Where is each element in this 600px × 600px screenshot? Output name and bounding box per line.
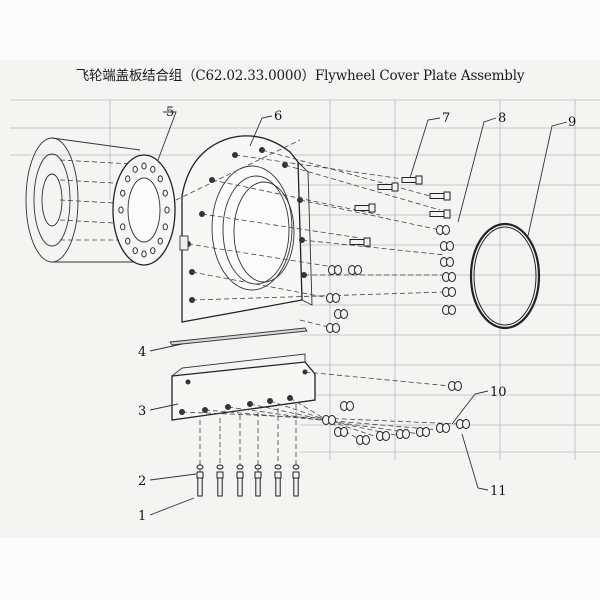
washer-icon <box>436 423 450 433</box>
bolt-hole-icon <box>157 175 163 183</box>
assembly-line <box>191 271 341 301</box>
diagram-title: 飞轮端盖板结合组（C62.02.33.0000）Flywheel Cover P… <box>75 68 525 84</box>
background-table-ghost <box>10 99 600 460</box>
callout-labels: 5 6 7 8 9 4 3 2 1 10 11 <box>138 105 576 524</box>
bolt-hole-icon <box>157 237 163 245</box>
bolt-icon <box>377 182 399 192</box>
bolt-icon <box>216 464 224 497</box>
assembly-line <box>201 213 361 239</box>
assembly-line <box>191 291 446 301</box>
assembly-line <box>211 179 381 216</box>
assembly-line <box>204 409 441 431</box>
washer-icon <box>456 419 470 429</box>
washer-icon <box>448 381 462 391</box>
bolt-hole-icon <box>150 165 156 173</box>
bolt-hole-icon <box>141 162 147 170</box>
callout-6: 6 <box>274 109 282 124</box>
washer-icon <box>326 323 340 333</box>
gasket-strip-icon <box>169 327 308 346</box>
o-ring-icon <box>469 222 541 330</box>
assembly-lines <box>175 139 461 480</box>
washer-icon <box>416 427 430 437</box>
bolt-hole-icon <box>162 223 168 231</box>
washer-icon <box>436 225 450 235</box>
bolt-hole-icon <box>132 247 138 255</box>
washer-icon <box>396 429 410 439</box>
callout-7: 7 <box>442 111 450 126</box>
assembly-line <box>261 149 431 197</box>
bolt-hole-icon <box>162 189 168 197</box>
callout-3: 3 <box>138 404 146 419</box>
bolt-hole-icon <box>118 206 124 214</box>
callout-1: 1 <box>138 509 146 524</box>
bolt-icon <box>349 237 371 247</box>
assembly-line <box>284 164 441 211</box>
bolt-icon <box>401 175 423 185</box>
bolt-icon <box>254 464 262 497</box>
washer-icon <box>442 272 456 282</box>
washer-icon <box>348 265 362 275</box>
bolt-icon <box>196 464 204 497</box>
leader-lines <box>149 111 568 516</box>
washer-icon <box>340 401 354 411</box>
assembly-line <box>181 411 461 425</box>
bolt-icon <box>274 464 282 497</box>
washer-icon <box>328 265 342 275</box>
assembly-line <box>187 243 341 269</box>
washer-icon <box>442 287 456 297</box>
callout-9: 9 <box>568 115 576 130</box>
callout-11: 11 <box>490 484 507 499</box>
bolt-icon <box>292 464 300 497</box>
bolt-icon <box>354 203 376 213</box>
assembly-line <box>175 139 301 201</box>
flange-ring-icon <box>112 154 176 266</box>
flywheel-cover-plate-icon <box>179 135 313 323</box>
washer-icon <box>356 435 370 445</box>
callout-5: 5 <box>166 105 174 120</box>
bolt-icon <box>429 191 451 201</box>
washer-icon <box>376 431 390 441</box>
bolt-hole-icon <box>132 165 138 173</box>
bolt-hole-icon <box>125 237 131 245</box>
washer-icon <box>334 427 348 437</box>
bolt-icon <box>429 209 451 219</box>
callout-4: 4 <box>138 345 146 360</box>
callout-10: 10 <box>490 385 507 400</box>
washer-icon <box>334 309 348 319</box>
bolt-hole-icon <box>120 223 126 231</box>
washer-icon <box>442 305 456 315</box>
bolt-icon <box>236 464 244 497</box>
washer-icon <box>326 293 340 303</box>
callout-8: 8 <box>498 111 506 126</box>
fasteners-group <box>196 175 470 497</box>
bolt-hole-icon <box>150 247 156 255</box>
assembly-line <box>234 154 411 181</box>
bolt-hole-icon <box>141 250 147 258</box>
assembly-line <box>301 239 446 256</box>
bolt-hole-icon <box>164 206 170 214</box>
washer-icon <box>322 415 336 425</box>
callout-2: 2 <box>138 474 146 489</box>
assembly-line <box>304 371 451 387</box>
washer-icon <box>440 257 454 267</box>
bolt-hole-icon <box>125 175 131 183</box>
bolt-hole-icon <box>120 189 126 197</box>
bracket-plate-icon <box>171 353 316 421</box>
washer-icon <box>440 241 454 251</box>
